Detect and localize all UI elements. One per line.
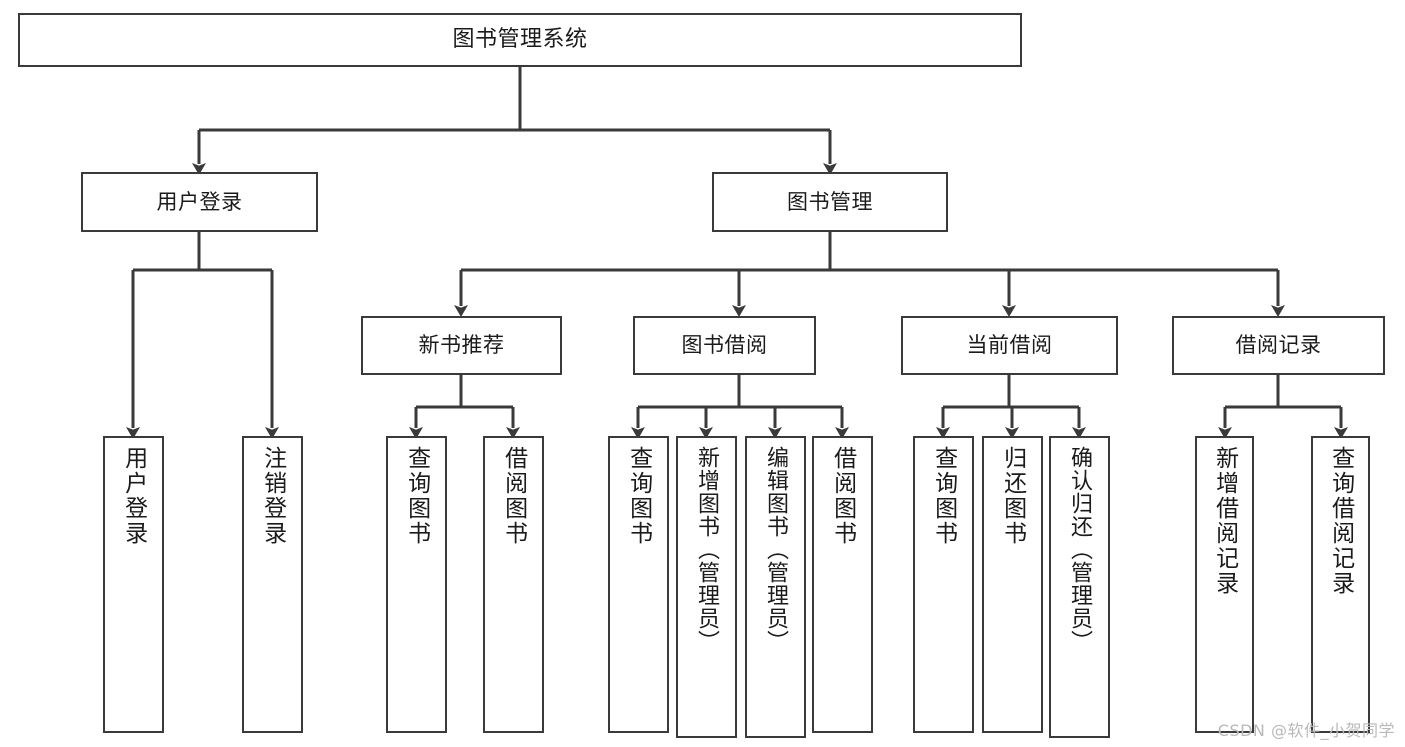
node-label: 图书管理系统: [452, 27, 588, 53]
leaf-user-login-login[interactable]: 用户登录: [103, 436, 164, 733]
node-label: 编辑图书（管理员）: [763, 446, 789, 653]
node-new-book-recommendation[interactable]: 新书推荐: [361, 316, 562, 375]
leaf-new-book-borrow-books[interactable]: 借阅图书: [483, 436, 544, 733]
node-label: 新增图书（管理员）: [694, 446, 720, 653]
node-label: 借阅图书: [829, 446, 856, 546]
node-label: 新增借阅记录: [1211, 446, 1238, 596]
node-label: 图书管理: [787, 189, 873, 214]
leaf-current-borrow-query-books[interactable]: 查询图书: [913, 436, 974, 733]
node-label: 图书借阅: [681, 333, 768, 358]
node-label: 注销登录: [259, 446, 286, 546]
node-label: 查询图书: [625, 446, 652, 546]
node-label: 查询借阅记录: [1327, 446, 1354, 596]
leaf-borrow-record-add-record[interactable]: 新增借阅记录: [1195, 436, 1254, 733]
node-label: 用户登录: [156, 189, 243, 214]
leaf-new-book-query-books[interactable]: 查询图书: [386, 436, 447, 733]
node-label: 归还图书: [999, 446, 1026, 546]
leaf-book-borrow-edit-book-admin[interactable]: 编辑图书（管理员）: [745, 436, 806, 738]
leaf-book-borrow-add-book-admin[interactable]: 新增图书（管理员）: [676, 436, 737, 738]
leaf-book-borrow-query-books[interactable]: 查询图书: [608, 436, 669, 733]
leaf-current-borrow-confirm-return-admin[interactable]: 确认归还（管理员）: [1049, 436, 1110, 738]
node-label: 用户登录: [120, 446, 147, 546]
node-borrowing-record[interactable]: 借阅记录: [1172, 316, 1385, 375]
node-label: 查询图书: [403, 446, 430, 546]
csdn-watermark: CSDN @软件_小贺同学: [1217, 721, 1395, 740]
node-label: 当前借阅: [966, 333, 1053, 358]
node-current-borrowing[interactable]: 当前借阅: [901, 316, 1118, 375]
leaf-borrow-record-query-record[interactable]: 查询借阅记录: [1311, 436, 1370, 733]
node-label: 查询图书: [930, 446, 957, 546]
node-book-management[interactable]: 图书管理: [712, 172, 948, 232]
node-label: 新书推荐: [418, 333, 505, 358]
node-root-book-management-system[interactable]: 图书管理系统: [18, 13, 1022, 67]
node-user-login[interactable]: 用户登录: [81, 172, 318, 232]
node-label: 借阅图书: [500, 446, 527, 546]
node-book-borrowing[interactable]: 图书借阅: [633, 316, 816, 375]
leaf-book-borrow-borrow-books[interactable]: 借阅图书: [812, 436, 873, 733]
node-label: 确认归还（管理员）: [1067, 446, 1093, 653]
leaf-user-login-logout[interactable]: 注销登录: [242, 436, 303, 733]
node-label: 借阅记录: [1235, 333, 1322, 358]
leaf-current-borrow-return-books[interactable]: 归还图书: [982, 436, 1043, 733]
